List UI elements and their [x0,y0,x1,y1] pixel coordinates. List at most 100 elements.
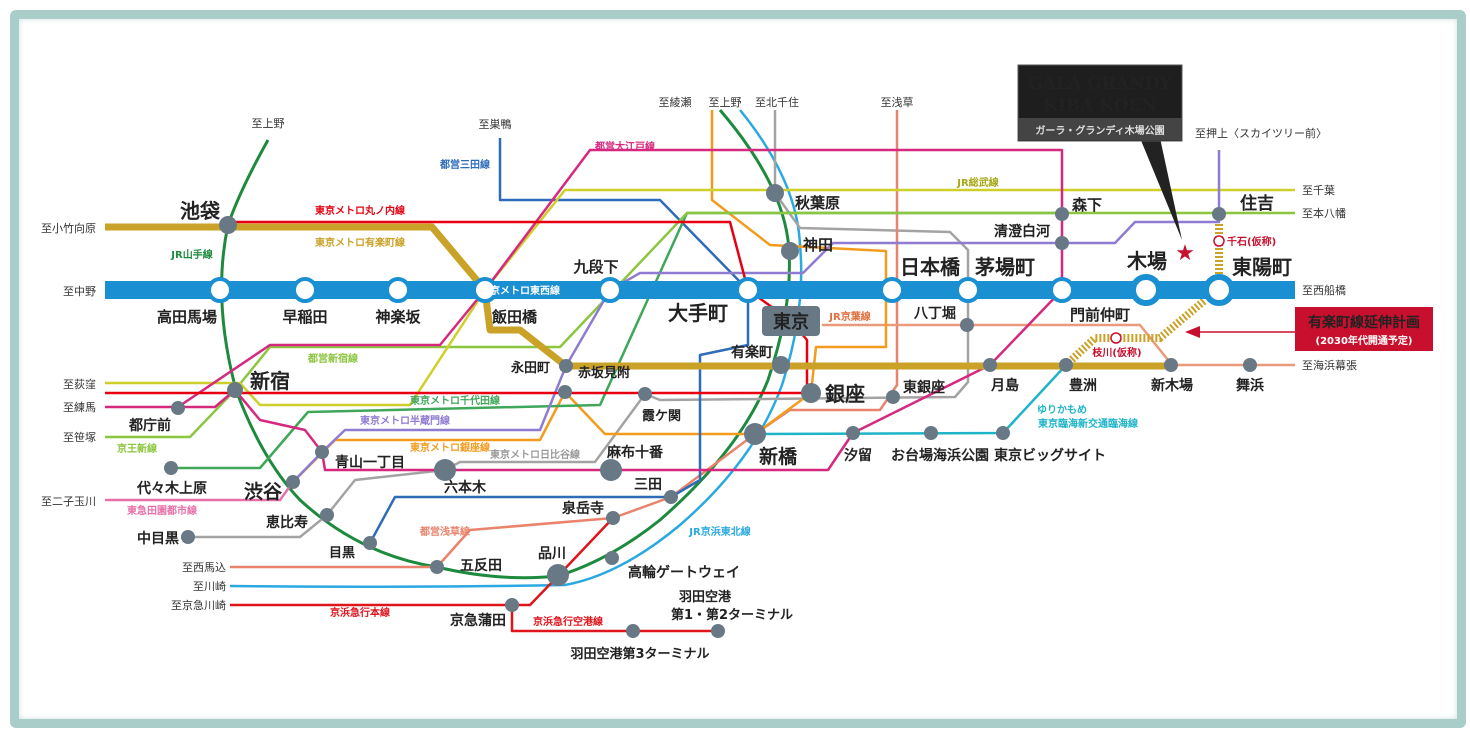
station-marker-kayabacho[interactable] [955,277,981,303]
station-marker-nakameguro[interactable] [181,530,195,544]
station-marker-sengoku[interactable] [1213,235,1225,247]
station-label-maihama[interactable]: 舞浜 [1236,377,1264,394]
station-marker-kanda[interactable] [781,242,799,260]
station-marker-akasakamitsuke[interactable] [558,385,572,399]
station-label-kanda[interactable]: 神田 [803,236,833,254]
station-marker-nagatacho[interactable] [559,359,573,373]
station-label-tokyo[interactable]: 東京 [773,311,809,333]
station-label-ebisu[interactable]: 恵比寿 [266,514,308,531]
station-label-waseda[interactable]: 早稲田 [282,308,327,326]
station-marker-ebisu[interactable] [320,508,334,522]
station-label-haneda12-line2[interactable]: 第1・第2ターミナル [671,607,793,623]
station-label-higashiginza[interactable]: 東銀座 [903,379,945,396]
station-marker-akihabara[interactable] [766,184,784,202]
station-label-odaibakaihinkoen[interactable]: お台場海浜公園 [891,447,989,464]
station-marker-tsukishima[interactable] [983,358,997,372]
station-marker-tokyobigsight[interactable] [996,426,1010,440]
station-marker-nihonbashi[interactable] [879,277,905,303]
station-marker-ginza[interactable] [801,383,821,403]
station-marker-tochomae[interactable] [171,401,185,415]
station-label-haneda3[interactable]: 羽田空港第3ターミナル [570,646,709,662]
station-marker-kasumigaseki[interactable] [638,387,652,401]
tokyo-station-box[interactable] [762,306,820,336]
station-label-kayabacho[interactable]: 茅場町 [975,255,1035,279]
station-marker-toyocho[interactable] [1203,274,1235,306]
station-marker-roppongi[interactable] [434,459,456,481]
station-label-hatchobori[interactable]: 八丁堀 [913,306,956,322]
station-label-otemachi[interactable]: 大手町 [668,301,728,325]
station-marker-edagawa[interactable] [1110,332,1122,344]
property-star-icon[interactable]: ★ [1175,241,1195,266]
station-label-shiodome[interactable]: 汐留 [844,447,872,464]
station-label-shinjuku[interactable]: 新宿 [250,369,290,393]
station-marker-otemachi[interactable] [735,277,761,303]
station-marker-kudanshita[interactable] [597,277,623,303]
station-marker-kiyosumishirakawa[interactable] [1055,236,1069,250]
station-marker-haneda3[interactable] [626,624,640,638]
station-marker-shinjuku[interactable] [227,382,243,398]
station-label-akihabara[interactable]: 秋葉原 [795,194,840,212]
station-marker-shimbashi[interactable] [744,423,766,445]
station-marker-toyosu[interactable] [1059,358,1073,372]
station-label-kiba[interactable]: 木場 [1126,249,1167,273]
station-label-toyocho[interactable]: 東陽町 [1232,255,1292,279]
station-label-gotanda[interactable]: 五反田 [460,557,502,574]
station-label-takadanobaba[interactable]: 高田馬場 [157,308,217,326]
station-marker-takadanobaba[interactable] [207,277,233,303]
station-marker-shibuya[interactable] [286,475,300,489]
station-marker-kagurazaka[interactable] [385,277,411,303]
station-label-sumiyoshi[interactable]: 住吉 [1240,193,1274,214]
station-marker-morishita[interactable] [1055,207,1069,221]
station-label-kagurazaka[interactable]: 神楽坂 [375,308,421,326]
station-marker-keikyukamata[interactable] [505,598,519,612]
station-label-haneda12-line1[interactable]: 羽田空港 [679,589,732,605]
station-label-monzennakacho[interactable]: 門前仲町 [1070,306,1130,324]
station-marker-sengakuji[interactable] [606,511,620,525]
station-label-takanawagateway[interactable]: 高輪ゲートウェイ [628,564,740,581]
station-label-nihonbashi[interactable]: 日本橋 [900,255,961,279]
station-marker-mita[interactable] [664,490,678,504]
station-marker-gotanda[interactable] [430,560,444,574]
station-marker-shinkiba[interactable] [1164,358,1178,372]
station-marker-yurakucho[interactable] [772,356,790,374]
station-marker-yoyogiuehara[interactable] [164,461,178,475]
station-label-tochomae[interactable]: 都庁前 [128,417,171,434]
station-marker-odaibakaihinkoen[interactable] [924,426,938,440]
station-label-shinkiba[interactable]: 新木場 [1151,377,1193,394]
station-marker-waseda[interactable] [292,277,318,303]
station-label-mita[interactable]: 三田 [634,477,662,493]
station-marker-ikebukuro[interactable] [219,216,237,234]
station-label-toyosu[interactable]: 豊洲 [1069,377,1097,394]
station-marker-haneda12[interactable] [711,624,725,638]
station-label-shimbashi[interactable]: 新橋 [759,445,798,468]
station-label-tokyobigsight[interactable]: 東京ビッグサイト [994,447,1106,464]
station-label-nakameguro[interactable]: 中目黒 [137,530,179,547]
station-marker-hatchobori[interactable] [960,318,974,332]
station-label-morishita[interactable]: 森下 [1072,196,1102,214]
station-marker-shinagawa[interactable] [547,564,569,586]
station-marker-iidabashi[interactable] [472,277,498,303]
station-marker-azabujuban[interactable] [600,459,622,481]
station-marker-aoyamaitchome[interactable] [315,445,329,459]
station-label-yurakucho[interactable]: 有楽町 [731,344,773,361]
station-label-azabujuban[interactable]: 麻布十番 [606,444,664,461]
station-marker-shiodome[interactable] [846,426,860,440]
station-label-akasakamitsuke[interactable]: 赤坂見附 [578,365,630,381]
station-marker-higashiginza[interactable] [886,390,900,404]
station-label-kasumigaseki[interactable]: 霞ケ関 [642,409,681,424]
station-marker-monzennakacho[interactable] [1049,277,1075,303]
station-marker-sumiyoshi[interactable] [1212,207,1226,221]
station-label-kiyosumishirakawa[interactable]: 清澄白河 [994,223,1050,240]
station-marker-kiba[interactable] [1130,274,1162,306]
station-label-shibuya[interactable]: 渋谷 [244,480,283,503]
station-marker-takanawagateway[interactable] [605,551,619,565]
station-label-kudanshita[interactable]: 九段下 [572,258,618,276]
station-label-sengakuji[interactable]: 泉岳寺 [562,500,604,517]
station-label-shinagawa[interactable]: 品川 [538,546,566,562]
station-marker-meguro[interactable] [363,536,377,550]
station-label-iidabashi[interactable]: 飯田橋 [491,308,538,326]
station-label-nagatacho[interactable]: 永田町 [510,360,550,376]
station-label-keikyukamata[interactable]: 京急蒲田 [450,612,506,629]
station-label-ginza[interactable]: 銀座 [825,382,865,406]
station-marker-maihama[interactable] [1243,358,1257,372]
